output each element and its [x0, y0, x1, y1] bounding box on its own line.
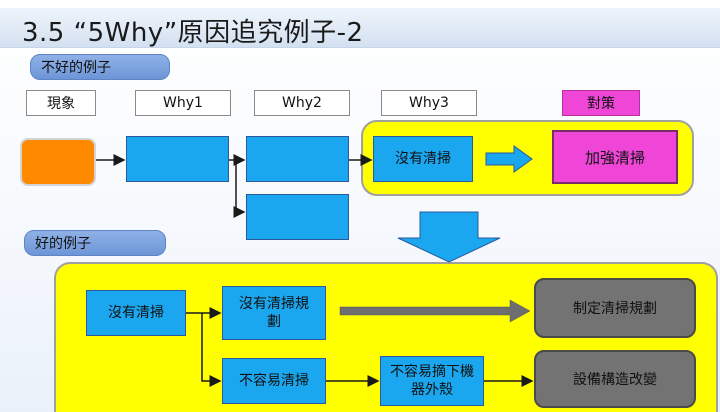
slide-title: 3.5 “5Why”原因追究例子-2	[22, 18, 364, 48]
header-why3: Why3	[381, 90, 477, 116]
phenomenon-box	[20, 138, 96, 186]
arrow-why1-why2-bottom	[233, 160, 246, 218]
big-down-arrow	[397, 211, 501, 263]
why1-box	[126, 136, 229, 182]
good-result1-box: 制定清掃規劃	[534, 278, 696, 338]
good-root-box: 沒有清掃	[86, 290, 186, 336]
why2-box-top	[246, 136, 349, 182]
header-phenomenon: 現象	[26, 90, 96, 116]
countermeasure-box: 加強清掃	[552, 130, 678, 184]
title-bar	[0, 8, 720, 48]
bad-example-label: 不好的例子	[30, 54, 170, 80]
good-example-label: 好的例子	[24, 230, 166, 256]
good-branch2-sub-box: 不容易摘下機器外殼	[380, 356, 484, 406]
good-branch2-box: 不容易清掃	[222, 358, 326, 404]
header-why1: Why1	[135, 90, 231, 116]
header-why2: Why2	[254, 90, 350, 116]
good-branch1-box: 沒有清掃規劃	[222, 286, 326, 340]
why2-box-bottom	[246, 194, 349, 240]
header-countermeasure: 對策	[562, 90, 640, 116]
good-result2-box: 設備構造改變	[534, 350, 696, 408]
why3-box: 沒有清掃	[373, 136, 473, 182]
